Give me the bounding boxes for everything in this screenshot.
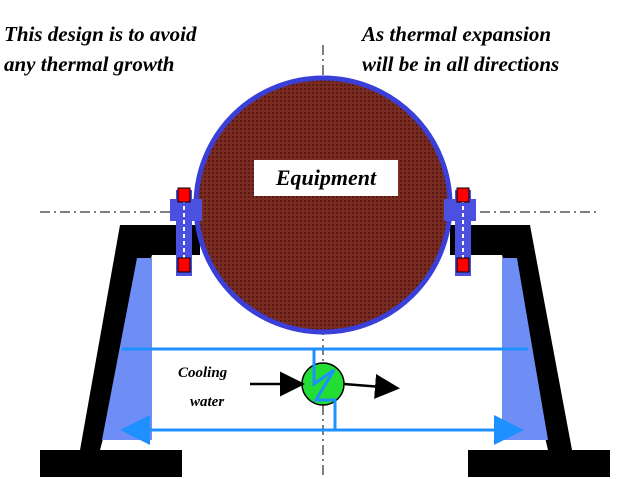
note-left-line-1: This design is to avoid: [4, 22, 197, 46]
equipment-label: Equipment: [254, 160, 398, 196]
note-right: As thermal expansion will be in all dire…: [362, 19, 559, 79]
cooling-label: Cooling: [178, 365, 228, 381]
base-plate-right: [468, 450, 610, 477]
flange-left: [170, 187, 202, 276]
water-outlet-arrow: [343, 373, 400, 399]
note-left-line-2: any thermal growth: [4, 52, 175, 76]
note-right-line-2: will be in all directions: [362, 52, 560, 76]
equipment-vessel: [193, 75, 453, 335]
flange-right: [444, 187, 476, 276]
water-label: water: [190, 394, 225, 410]
note-left: This design is to avoid any thermal grow…: [4, 19, 197, 79]
note-right-line-1: As thermal expansion: [362, 22, 552, 46]
exchanger-coil: [312, 349, 337, 430]
base-plate-left: [40, 450, 182, 477]
